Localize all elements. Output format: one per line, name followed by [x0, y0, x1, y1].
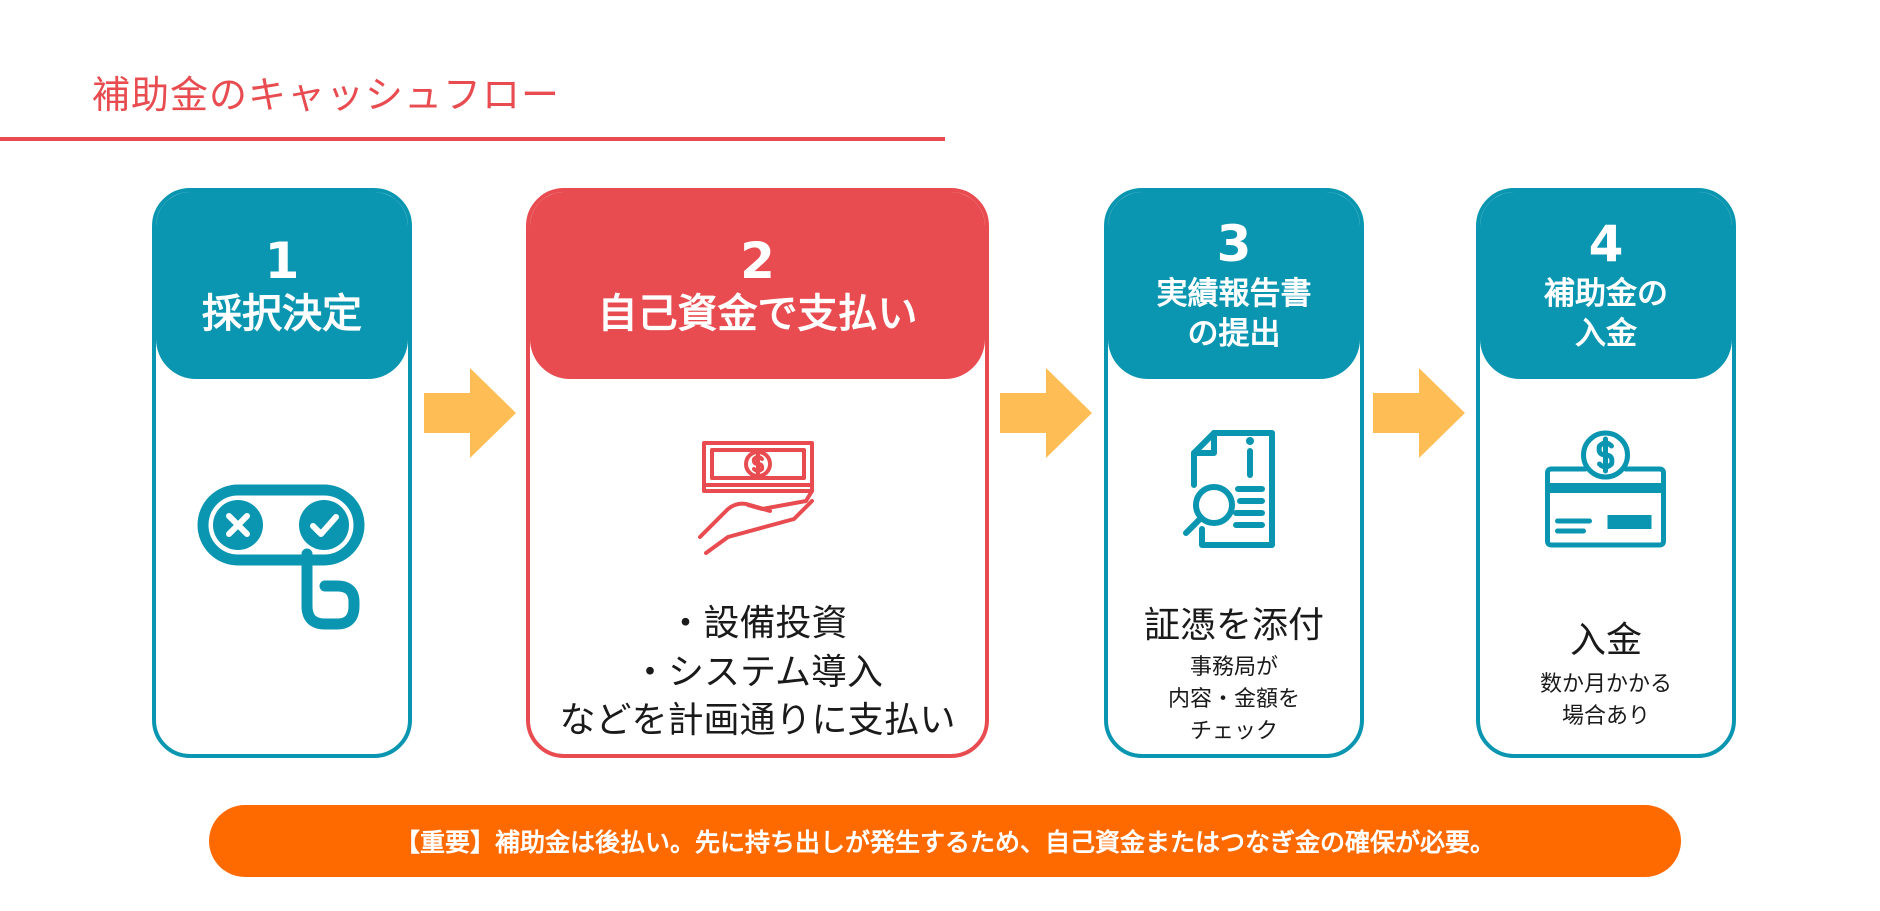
step-title: 実績報告書 の提出 [1156, 275, 1312, 353]
step-title: 採択決定 [202, 291, 362, 338]
document-search-icon [1174, 429, 1294, 558]
step-title: 自己資金で支払い [597, 291, 918, 338]
important-notice: 【重要】補助金は後払い。先に持ち出しが発生するため、自己資金またはつなぎ金の確保… [209, 805, 1681, 877]
step-card-1: 1 採択決定 [152, 188, 412, 758]
step-card-4: 4 補助金の 入金 入金 数か月かかる 場合あり [1476, 188, 1736, 758]
step-description: 入金 [1569, 620, 1642, 661]
step-title: 補助金の 入金 [1544, 275, 1668, 353]
step-header-1: 1 採択決定 [156, 192, 408, 379]
step-number: 1 [264, 231, 300, 290]
step-card-3: 3 実績報告書 の提出 証憑を添付 事務局が 内容・金額を チェック [1104, 188, 1364, 758]
flow-arrow-2 [1000, 368, 1092, 462]
step-header-4: 4 補助金の 入金 [1480, 192, 1732, 379]
cash-payment-icon [697, 439, 818, 563]
step-number: 2 [740, 231, 775, 290]
flow-arrow-3 [1373, 368, 1465, 462]
title-underline [0, 137, 945, 141]
step-number: 3 [1216, 215, 1252, 274]
flow-arrow-1 [424, 368, 516, 462]
step-note: 数か月かかる 場合あり [1539, 672, 1672, 729]
approval-toggle-icon [197, 484, 367, 638]
step-number: 4 [1588, 215, 1624, 274]
card-deposit-icon [1544, 429, 1669, 553]
step-header-2: 2 自己資金で支払い [530, 192, 985, 379]
step-card-2: 2 自己資金で支払い ・設備投資 ・システム導入 などを計画通りに支払い [526, 188, 989, 758]
step-description: ・設備投資 ・システム導入 などを計画通りに支払い [559, 603, 956, 742]
step-description: 証憑を添付 [1143, 605, 1324, 646]
page-title: 補助金のキャッシュフロー [92, 73, 561, 117]
step-note: 事務局が 内容・金額を チェック [1167, 655, 1300, 744]
step-header-3: 3 実績報告書 の提出 [1108, 192, 1360, 379]
